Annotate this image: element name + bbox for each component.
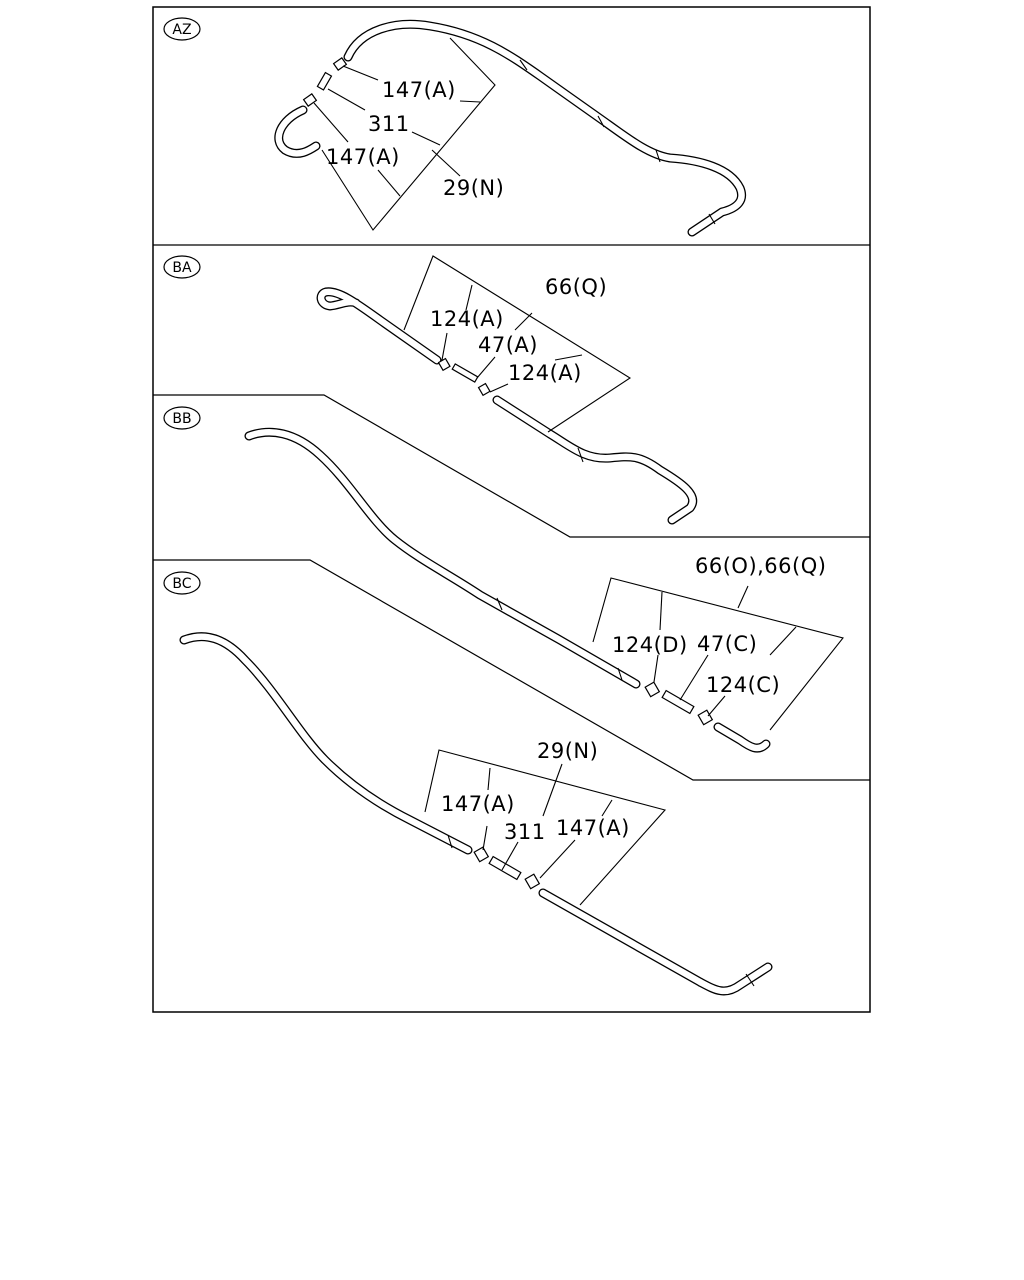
section-badge-az: AZ — [163, 17, 201, 41]
section-bc: BC 29(N) 147( — [163, 571, 773, 996]
label-ba-1: 66(Q) — [545, 275, 607, 299]
label-ba-3: 47(A) — [478, 333, 538, 357]
section-az: AZ — [163, 17, 747, 237]
badge-label: BC — [172, 576, 191, 592]
label-az-1: 147(A) — [382, 78, 456, 102]
label-bc-3: 311 — [504, 820, 546, 844]
section-ba: BA 66(Q) 124(A) — [163, 255, 697, 525]
label-bb-2: 124(D) — [612, 633, 688, 657]
leaders-ba — [403, 255, 632, 433]
clamp-ba-right — [477, 382, 491, 397]
section-badge-bb: BB — [163, 406, 201, 430]
badge-label: AZ — [172, 22, 191, 38]
label-bb-1: 66(O),66(Q) — [695, 554, 826, 578]
clamp-bb-left — [644, 681, 661, 698]
label-az-3: 147(A) — [326, 145, 400, 169]
section-badge-bc: BC — [163, 571, 201, 595]
label-bc-4: 147(A) — [556, 816, 630, 840]
leaders-bb — [592, 577, 844, 731]
badge-label: BB — [172, 411, 191, 427]
hose-bb-long — [244, 427, 641, 689]
label-bb-3: 47(C) — [697, 632, 757, 656]
connector-ba — [451, 363, 479, 383]
clamp-bb-right — [697, 709, 714, 726]
clamp-az-upper — [332, 57, 348, 71]
hose-ba-right — [492, 395, 697, 525]
diagram-frame — [152, 6, 871, 1013]
hose-bc-right — [538, 888, 773, 996]
divider-bb-bc — [153, 559, 870, 781]
hose-az-hook — [274, 105, 321, 158]
badge-label: BA — [172, 260, 192, 276]
clamp-bc-right — [524, 873, 541, 890]
hose-ba-left — [316, 287, 442, 365]
label-az-2: 311 — [368, 112, 410, 136]
label-az-4: 29(N) — [443, 176, 504, 200]
clamp-az-lower — [302, 93, 318, 107]
section-badge-ba: BA — [163, 255, 201, 279]
hose-az-main — [343, 19, 747, 237]
label-bc-2: 147(A) — [441, 792, 515, 816]
connector-bb — [661, 689, 695, 715]
connector-az — [316, 71, 333, 91]
leaders-bc — [424, 749, 667, 906]
connector-bc — [488, 855, 522, 881]
label-bc-1: 29(N) — [537, 739, 598, 763]
divider-ba-bb — [153, 394, 870, 538]
clamp-bc-left — [473, 846, 490, 863]
label-ba-2: 124(A) — [430, 307, 504, 331]
clamp-ba-left — [437, 357, 451, 372]
section-bb: BB 66(O),66(Q) — [163, 406, 844, 753]
label-ba-4: 124(A) — [508, 361, 582, 385]
hose-bb-short — [713, 722, 771, 753]
label-bb-4: 124(C) — [706, 673, 780, 697]
leaders-az — [313, 37, 496, 231]
hose-bc-long — [179, 632, 473, 855]
